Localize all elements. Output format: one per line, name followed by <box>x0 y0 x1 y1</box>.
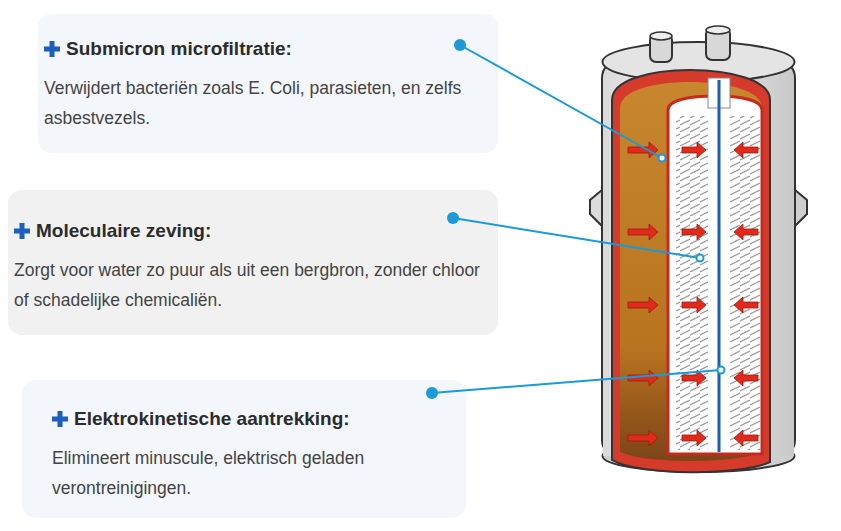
filter-housing <box>590 26 807 472</box>
plus-icon <box>52 411 68 427</box>
filter-cutaway <box>612 70 770 472</box>
flow-arrow <box>682 430 706 446</box>
flow-arrow <box>682 142 706 158</box>
leader-end <box>659 155 666 162</box>
flow-arrow <box>682 297 706 313</box>
flow-arrow <box>628 297 658 313</box>
flow-arrow <box>734 430 758 446</box>
flow-arrow <box>734 297 758 313</box>
plus-icon <box>44 41 60 57</box>
flow-arrow <box>734 370 758 386</box>
callout-box: Moleculaire zeving: Zorgt voor water zo p… <box>8 190 498 335</box>
flow-arrow <box>682 370 706 386</box>
callout-box: Elektrokinetische aantrekking: Elimineert… <box>22 380 466 518</box>
leader-end <box>697 255 704 262</box>
flow-arrow <box>628 142 658 158</box>
callout-text: Elimineert minuscule, elektrisch geladen… <box>52 443 452 503</box>
callout-heading: Moleculaire zeving: <box>36 220 211 243</box>
flow-arrow <box>628 224 658 240</box>
flow-arrow <box>734 142 758 158</box>
leader-end <box>718 367 725 374</box>
flow-arrow <box>628 430 658 446</box>
plus-icon <box>14 223 30 239</box>
callout-box: Submicron microfiltratie: Verwijdert bact… <box>38 14 498 153</box>
callout-heading: Submicron microfiltratie: <box>66 38 292 61</box>
flow-arrow <box>734 224 758 240</box>
flow-arrows <box>628 142 758 446</box>
leader-line <box>432 370 721 393</box>
callout-heading: Elektrokinetische aantrekking: <box>74 408 350 431</box>
flow-arrow <box>682 224 706 240</box>
callout-text: Verwijdert bacteriën zoals E. Coli, para… <box>44 73 484 133</box>
flow-arrow <box>628 370 658 386</box>
callout-text: Zorgt voor water zo puur als uit een ber… <box>14 255 484 315</box>
